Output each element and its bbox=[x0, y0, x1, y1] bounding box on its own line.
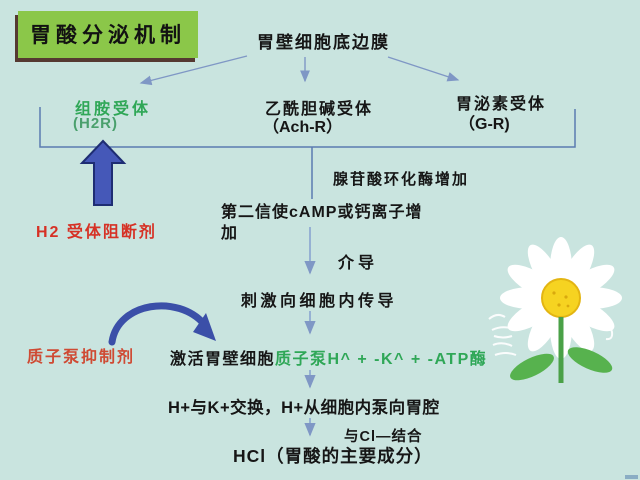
node-membrane: 胃壁细胞底边膜 bbox=[257, 33, 390, 52]
proton-pump-text: 质子泵H^ + -K^ + -ATP酶 bbox=[275, 351, 488, 368]
daisy-flower-illustration bbox=[488, 237, 622, 383]
node-hcl-product: HCl（胃酸的主要成分） bbox=[233, 446, 433, 466]
label-chloride-binding: 与Cl—结合 bbox=[344, 429, 423, 445]
label-proton-pump-inhibitor: 质子泵抑制剂 bbox=[27, 349, 136, 366]
label-mediation: 介导 bbox=[338, 255, 379, 272]
daisy-leaf-right bbox=[567, 347, 613, 373]
node-histamine-code: (H2R) bbox=[73, 115, 118, 132]
ppi-curved-arrow bbox=[108, 302, 208, 346]
activation-prefix-text: 激活胃壁细胞 bbox=[170, 351, 276, 368]
corner-watermark bbox=[625, 475, 638, 479]
page-title: 胃酸分泌机制 bbox=[30, 24, 186, 47]
node-activation: 激活胃壁细胞质子泵H^ + -K^ + -ATP酶 bbox=[170, 345, 487, 369]
white-scribble-text bbox=[488, 313, 614, 356]
title-box: 胃酸分泌机制 bbox=[18, 11, 198, 58]
node-ach-code: （Ach-R） bbox=[263, 119, 343, 136]
label-adenylate-cyclase: 腺苷酸环化酶增加 bbox=[333, 171, 470, 188]
h2-blocker-up-arrow bbox=[79, 139, 127, 206]
arrow-membrane-to-histamine bbox=[139, 55, 248, 86]
daisy-leaf-left bbox=[510, 353, 554, 381]
node-ion-exchange: H+与K+交换，H+从细胞内泵向胃腔 bbox=[168, 399, 440, 417]
daisy-center bbox=[541, 278, 581, 318]
label-h2-blocker: H2 受体阻断剂 bbox=[36, 224, 157, 241]
node-second-messenger: 第二信使cAMP或钙离子增加 bbox=[221, 204, 423, 242]
arrow-membrane-to-gastrin bbox=[387, 56, 460, 82]
ppi-curved-arrowhead bbox=[193, 313, 216, 341]
node-transduction: 刺激向细胞内传导 bbox=[241, 293, 398, 310]
node-gastrin-code: （G-R) bbox=[459, 116, 510, 133]
